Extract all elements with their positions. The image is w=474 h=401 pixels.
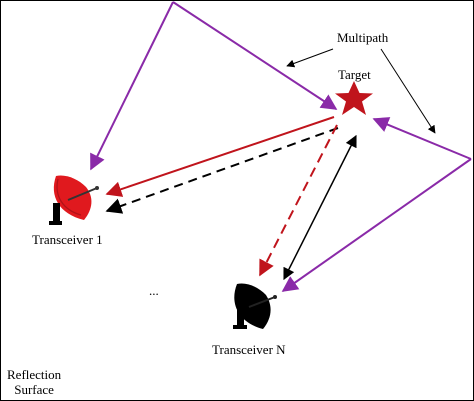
transceiver-n-link: [259, 124, 357, 281]
multipath-ray-top-to-target: [172, 1, 338, 110]
reflection-surface-label: Reflection Surface: [7, 367, 61, 397]
transceiver-n-solid-arrow: [283, 134, 357, 281]
annotation-arrow-left: [286, 48, 334, 68]
target-label: Target: [338, 67, 371, 82]
transceiver-1-dashed-arrow: [105, 127, 339, 214]
transceiver-1-solid-arrow: [105, 116, 335, 197]
multipath-paths: [90, 1, 472, 292]
multipath-label: Multipath: [337, 30, 389, 45]
ellipsis-label: ...: [149, 283, 159, 298]
multipath-annotation-arrows: [286, 48, 436, 134]
multipath-ray-right-to-target: [372, 117, 472, 160]
multipath-ray-top-to-transceiver-1: [90, 1, 174, 171]
target-star-icon: [335, 81, 373, 115]
transceiver-1-dish-icon: [49, 175, 99, 225]
transceiver-1-link: [105, 116, 339, 214]
reflection-label-line-1: Reflection: [7, 367, 62, 382]
transceiver-n-label: Transceiver N: [212, 342, 286, 357]
transceiver-1-label: Transceiver 1: [32, 232, 103, 247]
annotation-arrow-right: [380, 48, 436, 134]
reflection-label-line-2: Surface: [14, 382, 54, 397]
transceiver-n-dashed-arrow: [259, 124, 338, 277]
transceiver-n-dish-icon: [233, 283, 277, 329]
